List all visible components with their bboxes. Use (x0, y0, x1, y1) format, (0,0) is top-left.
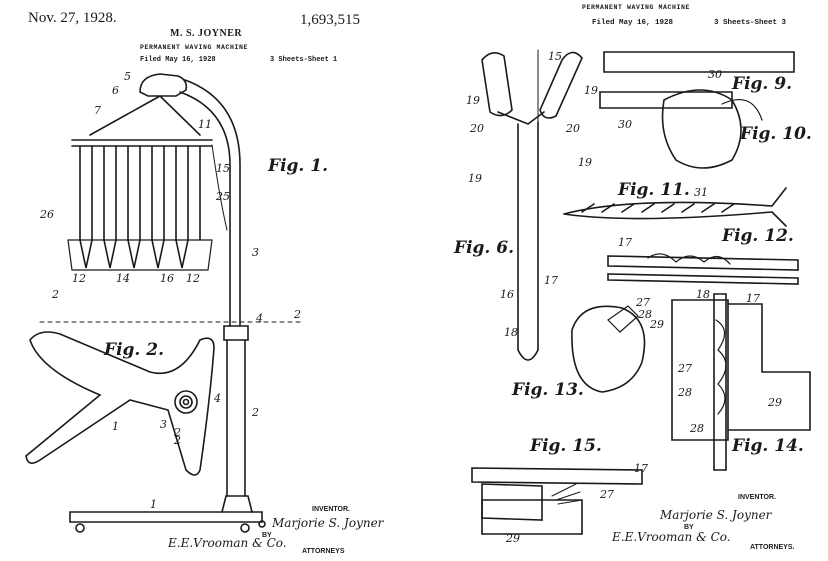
ref-12: 12 (72, 272, 86, 285)
patent-number: 1,693,515 (300, 12, 360, 28)
inventor-label: INVENTOR. (312, 506, 350, 513)
ref-28-fig14b: 28 (690, 422, 704, 435)
patent-date: Nov. 27, 1928. (28, 10, 117, 26)
patent-inventor-name: M. S. JOYNER (170, 28, 243, 39)
ref-2-fig2b: 2 (174, 434, 181, 447)
ref-16: 16 (500, 288, 514, 301)
ref-30-a: 30 (708, 68, 722, 81)
ref-15: 15 (548, 50, 562, 63)
ref-29-fig14: 29 (768, 396, 782, 409)
patent-sheet-3: PERMANENT WAVING MACHINE Filed May 16, 1… (432, 0, 828, 561)
ref-19-b: 19 (584, 84, 598, 97)
attorney-signature: E.E.Vrooman & Co. (612, 530, 731, 544)
ref-27-fig13: 27 (636, 296, 650, 309)
inventor-label: INVENTOR. (738, 494, 776, 501)
ref-2-left: 2 (52, 288, 59, 301)
fig-1-label: Fig. 1. (268, 156, 328, 176)
ref-18: 18 (504, 326, 518, 339)
ref-29-fig15: 29 (506, 532, 520, 545)
ref-12b: 12 (186, 272, 200, 285)
ref-1-fig2: 1 (112, 420, 119, 433)
fig-14-label: Fig. 14. (732, 436, 804, 456)
ref-3: 3 (252, 246, 259, 259)
ref-28-fig13: 28 (638, 308, 652, 321)
ref-18-fig12: 18 (696, 288, 710, 301)
ref-15: 15 (216, 162, 230, 175)
ref-14: 14 (116, 272, 130, 285)
patent-filed-date: Filed May 16, 1928 (140, 56, 216, 64)
ref-31: 31 (694, 186, 708, 199)
patent-title: PERMANENT WAVING MACHINE (140, 44, 249, 51)
patent-filed-date: Filed May 16, 1928 (592, 19, 674, 27)
fig-13-label: Fig. 13. (512, 380, 584, 400)
ref-16: 16 (160, 272, 174, 285)
ref-4-fig2: 4 (214, 392, 221, 405)
machine-drawing (25, 73, 301, 533)
fig-15-label: Fig. 15. (530, 436, 602, 456)
ref-17-fig14: 17 (746, 292, 760, 305)
heater-rods (67, 145, 213, 271)
ref-26: 26 (40, 208, 54, 221)
ref-4: 4 (256, 312, 263, 325)
ref-2-right: 2 (294, 308, 301, 321)
ref-6: 6 (112, 84, 119, 97)
inventor-signature: Marjorie S. Joyner (660, 508, 772, 522)
ref-2-column: 2 (252, 406, 259, 419)
ref-27-fig14: 27 (678, 362, 692, 375)
ref-19-c: 19 (468, 172, 482, 185)
fig-6-label: Fig. 6. (454, 238, 514, 258)
fig-12-label: Fig. 12. (722, 226, 794, 246)
ref-30-b: 30 (618, 118, 632, 131)
by-label: BY (684, 524, 694, 531)
inventor-signature: Marjorie S. Joyner (272, 516, 384, 530)
detail-drawings (471, 49, 811, 535)
patent-sheet-count: 3 Sheets-Sheet 3 (714, 19, 787, 27)
ref-5: 5 (124, 70, 131, 83)
ref-3-fig2: 3 (160, 418, 167, 431)
ref-11: 11 (198, 118, 212, 131)
patent-sheet-count: 3 Sheets-Sheet 1 (270, 56, 338, 64)
fig-2-label: Fig. 2. (104, 340, 164, 360)
ref-17-fig15: 17 (634, 462, 648, 475)
fig-9-label: Fig. 9. (732, 74, 792, 94)
ref-2-fig2: 2 (174, 426, 181, 439)
ref-19-a: 19 (466, 94, 480, 107)
attorney-signature: E.E.Vrooman & Co. (168, 536, 287, 550)
attorneys-label: ATTORNEYS. (750, 544, 795, 551)
patent-title: PERMANENT WAVING MACHINE (582, 4, 691, 11)
fig-10-label: Fig. 10. (740, 124, 812, 144)
ref-1-base: 1 (150, 498, 157, 511)
ref-7: 7 (94, 104, 101, 117)
ref-20-a: 20 (470, 122, 484, 135)
ref-25: 25 (216, 190, 230, 203)
ref-17: 17 (544, 274, 558, 287)
ref-28-fig14: 28 (678, 386, 692, 399)
by-label: BY (262, 532, 272, 539)
ref-27-fig15: 27 (600, 488, 614, 501)
ref-20-b: 20 (566, 122, 580, 135)
patent-sheet-1: Nov. 27, 1928. M. S. JOYNER 1,693,515 PE… (25, 10, 384, 555)
ref-17-fig12: 17 (618, 236, 632, 249)
ref-19-d: 19 (578, 156, 592, 169)
attorneys-label: ATTORNEYS (302, 548, 345, 555)
fig-11-label: Fig. 11. (618, 180, 690, 200)
ref-29-fig13: 29 (650, 318, 664, 331)
